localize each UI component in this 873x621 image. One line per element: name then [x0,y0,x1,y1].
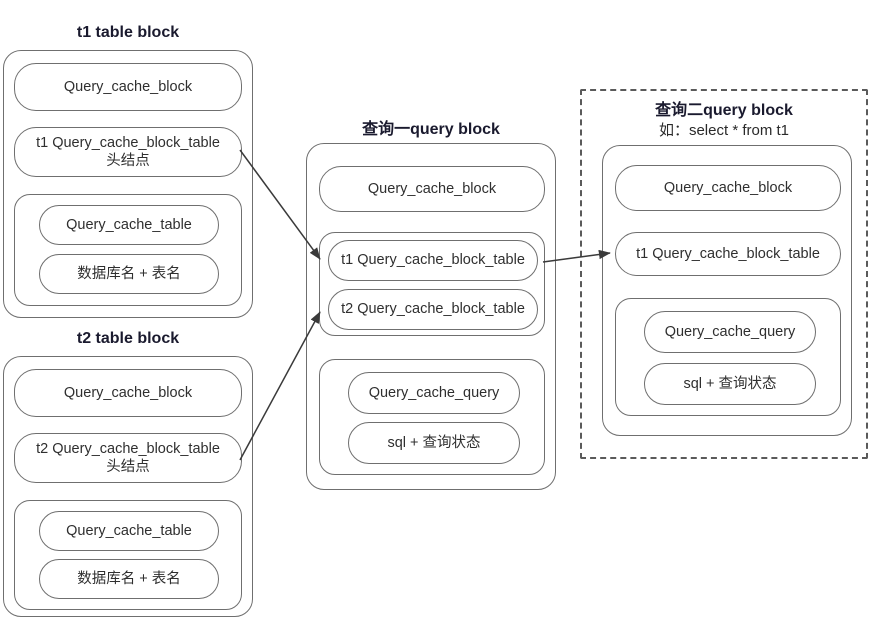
query1-query-cache-query-label: Query_cache_query [368,384,500,401]
query2-query-cache-block-row: Query_cache_block [615,165,841,211]
t1-cache-table-group: Query_cache_table 数据库名 + 表名 [14,194,242,306]
query1-t1-row: t1 Query_cache_block_table [328,240,538,281]
query2-t1-label: t1 Query_cache_block_table [636,245,820,262]
t2-head-node-row: t2 Query_cache_block_table 头结点 [14,433,242,483]
query2-sql-status-label: sql + 查询状态 [683,375,777,392]
query2-t1-row: t1 Query_cache_block_table [615,232,841,276]
t2-block-title: t2 table block [76,330,180,347]
query1-sql-status-row: sql + 查询状态 [348,422,520,464]
query1-query-cache-block-label: Query_cache_block [367,180,497,197]
query1-block: Query_cache_block t1 Query_cache_block_t… [306,143,556,490]
query1-t2-label: t2 Query_cache_block_table [341,301,525,318]
query2-block: Query_cache_block t1 Query_cache_block_t… [602,145,852,436]
t1-table-block: Query_cache_block t1 Query_cache_block_t… [3,50,253,318]
t1-block-title: t1 table block [76,24,180,41]
query2-query-cache-query-label: Query_cache_query [664,323,796,340]
query1-block-title: 查询一query block [362,121,500,138]
query1-query-cache-query-row: Query_cache_query [348,372,520,414]
query1-table-rows-group: t1 Query_cache_block_table t2 Query_cach… [319,232,545,336]
query1-cache-query-group: Query_cache_query sql + 查询状态 [319,359,545,475]
t2-db-table-label: 数据库名 + 表名 [77,570,181,587]
query2-cache-query-group: Query_cache_query sql + 查询状态 [615,298,841,416]
query2-sql-status-row: sql + 查询状态 [644,363,816,405]
t1-query-cache-block-row: Query_cache_block [14,63,242,111]
t1-query-cache-table-row: Query_cache_table [39,205,219,245]
t2-db-table-row: 数据库名 + 表名 [39,559,219,599]
t2-query-cache-block-row: Query_cache_block [14,369,242,417]
t1-head-node-main-label: t1 Query_cache_block_table [36,134,220,151]
query2-query-cache-query-row: Query_cache_query [644,311,816,353]
query1-query-cache-block-row: Query_cache_block [319,166,545,212]
t1-head-node-sub-label: 头结点 [106,153,150,169]
t1-query-cache-table-label: Query_cache_table [66,216,192,233]
query2-dashed-region [580,89,868,459]
t2-head-node-sub-label: 头结点 [106,459,150,475]
t2-table-block: Query_cache_block t2 Query_cache_block_t… [3,356,253,617]
t2-query-cache-table-row: Query_cache_table [39,511,219,551]
t1-head-node-row: t1 Query_cache_block_table 头结点 [14,127,242,177]
t1-db-table-label: 数据库名 + 表名 [77,265,181,282]
t2-query-cache-table-label: Query_cache_table [66,522,192,539]
query1-sql-status-label: sql + 查询状态 [387,434,481,451]
t1-query-cache-block-label: Query_cache_block [63,78,193,95]
query2-block-title: 查询二query block [655,102,793,119]
t2-head-node-main-label: t2 Query_cache_block_table [36,440,220,457]
query1-t1-label: t1 Query_cache_block_table [341,252,525,269]
t2-query-cache-block-label: Query_cache_block [63,384,193,401]
query2-block-subtitle: 如：select * from t1 [658,122,790,139]
t2-cache-table-group: Query_cache_table 数据库名 + 表名 [14,500,242,610]
t1-db-table-row: 数据库名 + 表名 [39,254,219,294]
query1-t2-row: t2 Query_cache_block_table [328,289,538,330]
query2-query-cache-block-label: Query_cache_block [663,179,793,196]
